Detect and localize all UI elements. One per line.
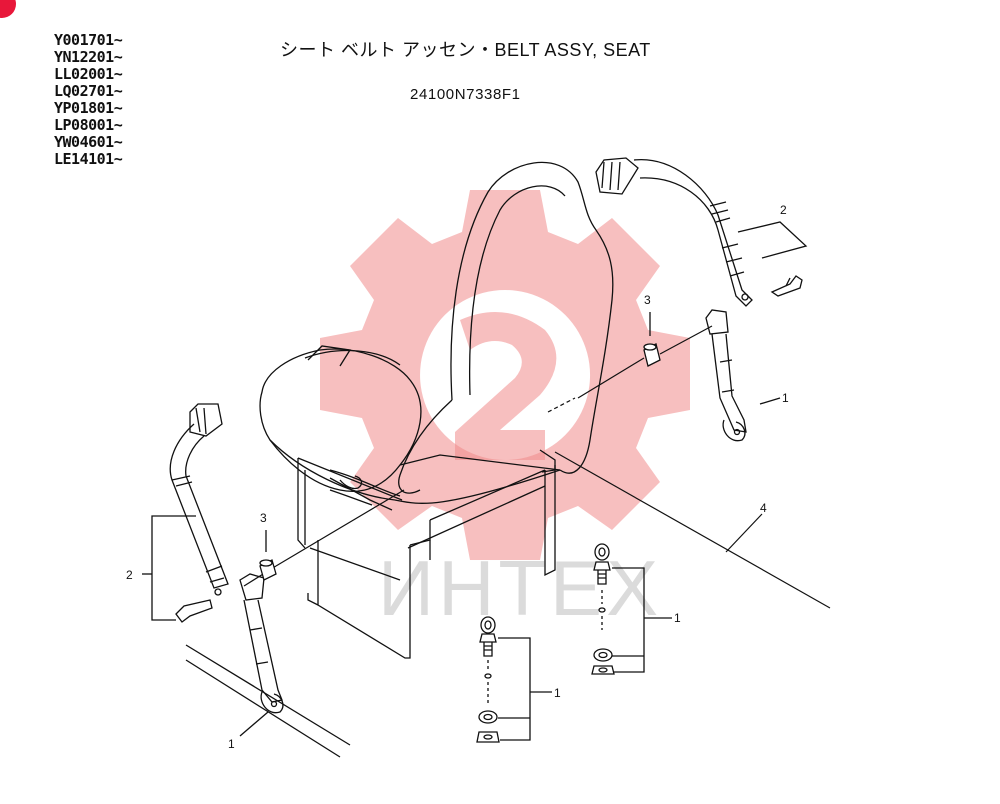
spacer-left — [259, 530, 277, 581]
bolt-set-left — [476, 616, 552, 743]
callout-spacer-right: 3 — [644, 293, 651, 307]
watermark-gear-icon — [320, 190, 690, 560]
callout-belt-left-upper: 2 — [126, 568, 133, 582]
belt-right-lower — [705, 309, 781, 442]
callout-bolt-set-left: 1 — [554, 686, 561, 700]
belt-pivot-axis — [243, 325, 831, 609]
callout-belt-right-lower: 1 — [782, 391, 789, 405]
callout-belt-right-upper: 2 — [780, 203, 787, 217]
bolt-set-right — [591, 543, 672, 675]
serial-number: LL02001~ — [54, 65, 123, 83]
belt-left-upper — [142, 403, 229, 623]
serial-number: LP08001~ — [54, 116, 123, 134]
callout-spacer-left: 3 — [260, 511, 267, 525]
seat — [259, 161, 614, 659]
callout-belt-pivot: 4 — [760, 501, 767, 515]
serial-number: LE14101~ — [54, 150, 123, 168]
callout-belt-left-lower: 1 — [228, 737, 235, 751]
belt-right-upper — [595, 157, 808, 307]
serial-number: YP01801~ — [54, 99, 123, 117]
serial-number: YN12201~ — [54, 48, 123, 66]
diagram-title: シート ベルト アッセン・BELT ASSY, SEAT — [280, 40, 651, 60]
spacer-right — [643, 312, 661, 367]
serial-number-list: Y001701~ YN12201~ LL02001~ LQ02701~ YP01… — [54, 31, 123, 168]
serial-number: LQ02701~ — [54, 82, 123, 100]
callout-bolt-set-right: 1 — [674, 611, 681, 625]
floor-rails — [185, 644, 351, 758]
serial-number: Y001701~ — [54, 31, 123, 49]
belt-left-lower — [239, 573, 284, 737]
serial-number: YW04601~ — [54, 133, 123, 151]
part-number: 24100N7338F1 — [410, 86, 521, 103]
watermark-text: ИНТЕХ — [378, 544, 662, 632]
corner-mark — [0, 0, 16, 18]
